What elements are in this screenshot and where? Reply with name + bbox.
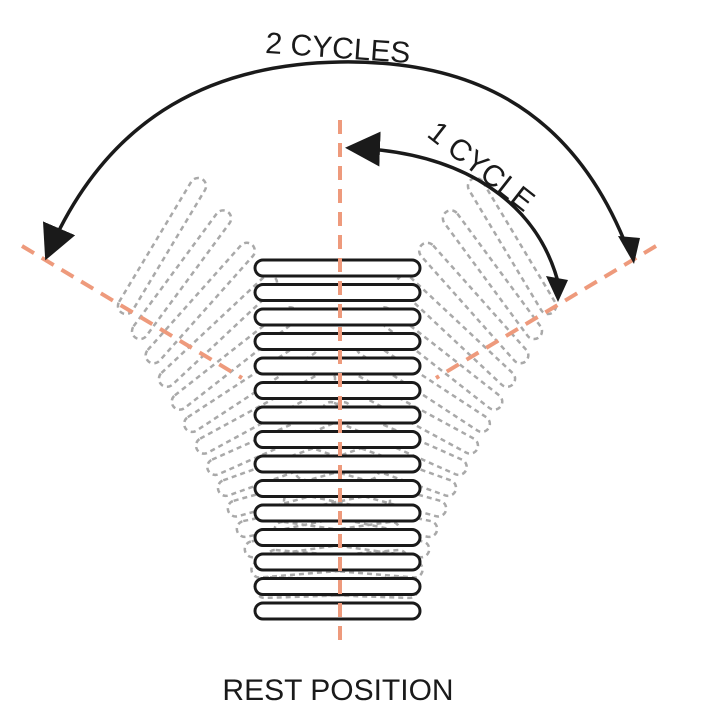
one-cycle-arc	[345, 131, 562, 291]
ghost-coil-turn	[417, 241, 530, 365]
two-cycles-label: 2 CYCLES	[264, 27, 411, 70]
ghost-coil-turn	[144, 241, 257, 365]
ghost-coil-turn	[130, 209, 233, 341]
coil-turn	[253, 601, 422, 621]
coil-turn	[253, 356, 422, 376]
ghost-coil-turn	[395, 273, 517, 389]
two-cycle-axis-right	[434, 244, 658, 380]
coil-turn	[253, 528, 422, 547]
coil-turn	[253, 307, 422, 327]
ghost-coil-turn	[157, 273, 279, 389]
coil-turn	[253, 577, 422, 596]
one-cycle-label: 1 CYCLE	[421, 115, 540, 218]
ghost-coil-turn	[116, 176, 208, 316]
coil-turn	[253, 381, 422, 400]
coil-turn	[253, 405, 422, 425]
two-cycle-axis-left	[20, 244, 244, 380]
coil-turn	[253, 503, 422, 523]
one-cycle-arrowhead-lower	[546, 276, 568, 302]
ghost-coil-turn	[243, 520, 401, 559]
ghost-coil-turn	[235, 491, 392, 539]
coil-turn	[253, 552, 422, 572]
coil-turn	[253, 258, 422, 278]
rest-coil	[253, 258, 422, 621]
rest-position-label: REST POSITION	[222, 674, 453, 707]
coil-turn	[253, 332, 422, 351]
coil-turn	[253, 283, 422, 302]
two-cycles-arc	[43, 60, 630, 261]
ghost-coil-turn	[250, 548, 409, 579]
ghost-coil-turn	[466, 176, 558, 316]
coil-turn	[253, 479, 422, 498]
ghost-coil-turn	[282, 491, 439, 539]
coil-turn	[253, 430, 422, 449]
coil-turn	[253, 454, 422, 474]
ghost-coil-turn	[170, 306, 300, 411]
two-cycles-arrowhead-right	[618, 236, 640, 264]
ghost-coil-turn	[441, 209, 544, 341]
